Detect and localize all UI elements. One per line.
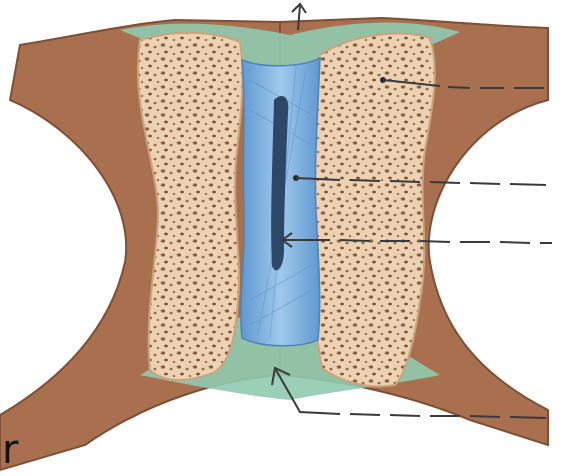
corner-label: r — [2, 428, 18, 472]
